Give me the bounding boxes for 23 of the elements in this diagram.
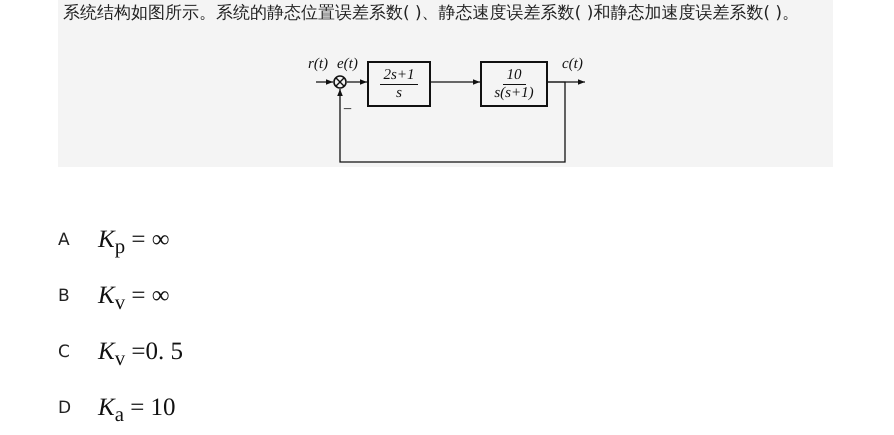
transfer-function-block [480, 61, 548, 107]
minus-sign: − [343, 101, 352, 119]
transfer-function-block [367, 61, 431, 107]
arrow [431, 79, 480, 85]
arrow [316, 79, 333, 85]
edge-label: c(t) [562, 56, 583, 73]
arrow [347, 79, 367, 85]
option-formula: K$_{v}$ = ∞ [98, 282, 170, 315]
question-text: 系统结构如图所示。系统的静态位置误差系数( )、静态速度误差系数( )和静态加速度误差系数( )。 [63, 2, 800, 25]
option-letter: B [58, 286, 70, 306]
option-formula: K$_{v}$ =0. 5 [98, 338, 183, 371]
fraction-numerator: 2s+1 [380, 66, 418, 84]
option-letter: D [58, 398, 72, 418]
fraction-denominator: s [396, 84, 402, 102]
edge-label: r(t) [308, 56, 328, 73]
option-letter: A [58, 230, 70, 250]
option-letter: C [58, 342, 70, 362]
option-formula: K$_{p}$ = ∞ [98, 226, 170, 259]
arrow [337, 81, 566, 163]
option-formula: K$_{a}$ = 10 [98, 394, 176, 427]
fraction-numerator: 10 [502, 66, 526, 84]
fraction-denominator: s(s+1) [494, 84, 534, 102]
edge-label: e(t) [337, 56, 358, 73]
